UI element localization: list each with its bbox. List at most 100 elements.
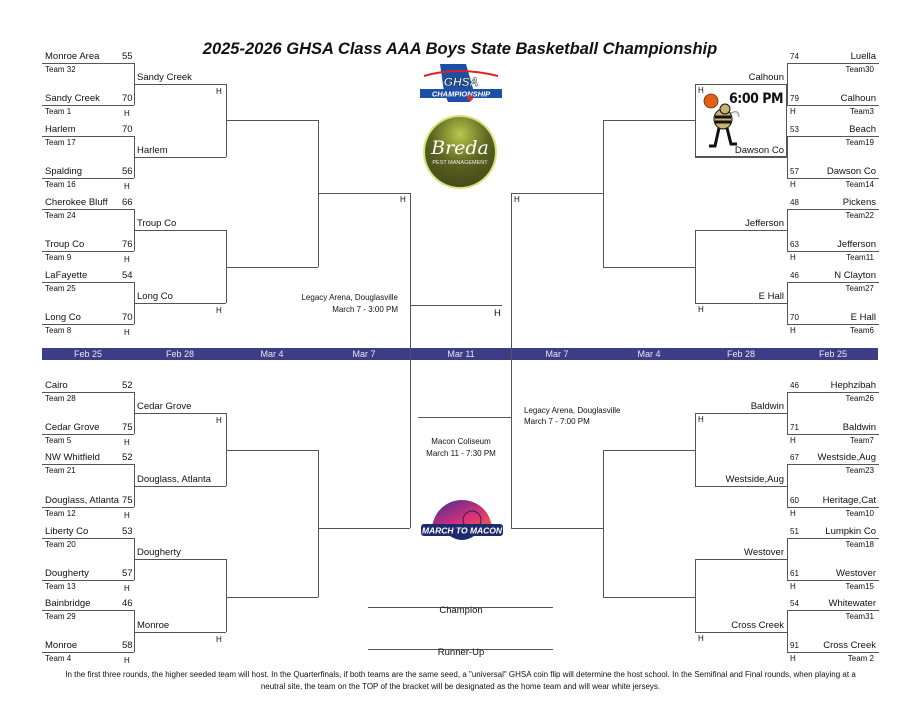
home-marker: H xyxy=(790,582,796,591)
team-name: Bainbridge xyxy=(45,598,91,609)
team-name: Troup Co xyxy=(137,218,177,229)
round1-slot-line xyxy=(787,580,879,581)
home-marker: H xyxy=(790,253,796,262)
team-score: 51 xyxy=(790,527,799,536)
team-name: Whitewater xyxy=(828,598,876,609)
bracket-connector xyxy=(695,413,696,486)
team-seed: Team 25 xyxy=(45,284,76,293)
bracket-connector xyxy=(695,84,696,157)
breda-logo-text: Breda xyxy=(431,137,489,159)
team-score: 71 xyxy=(790,423,799,432)
team-name: Beach xyxy=(849,124,876,135)
team-name: Westside,Aug xyxy=(725,474,784,485)
team-seed: Team6 xyxy=(849,326,874,335)
team-name: Baldwin xyxy=(750,401,784,412)
team-score: 57 xyxy=(122,568,133,579)
bracket-connector xyxy=(787,464,788,507)
team-score: 75 xyxy=(122,495,133,506)
team-name: Westover xyxy=(836,568,876,579)
team-name: NW Whitfield xyxy=(45,452,100,463)
team-score: 56 xyxy=(122,166,133,177)
team-name: Luella xyxy=(850,51,876,62)
round2-slot-line xyxy=(134,559,226,560)
team-name: Cherokee Bluff xyxy=(45,197,108,208)
final-time: March 11 - 7:30 PM xyxy=(426,449,496,458)
team-seed: Team31 xyxy=(845,612,874,621)
bracket-connector xyxy=(695,230,696,303)
ghsa-logo: GHSA CHAMPIONSHIP xyxy=(418,62,504,104)
svg-text:GHSA: GHSA xyxy=(444,75,479,89)
round1-slot-line xyxy=(787,136,879,137)
bracket-connector xyxy=(787,392,788,434)
bracket-connector xyxy=(226,413,227,486)
semifinal-slot-line xyxy=(318,528,410,529)
team-seed: Team 1 xyxy=(45,107,72,116)
team-seed: Team 32 xyxy=(45,65,76,74)
round1-slot-line xyxy=(787,209,879,210)
semifinal-time: March 7 - 7:00 PM xyxy=(524,417,590,426)
team-name: Monroe xyxy=(45,640,78,651)
round-date-label: Feb 25 xyxy=(818,349,848,359)
team-name: Monroe xyxy=(137,620,170,631)
team-score: 76 xyxy=(122,239,133,250)
team-name: Pickens xyxy=(842,197,876,208)
team-seed: Team 9 xyxy=(45,253,72,262)
team-seed: Team 5 xyxy=(45,436,72,445)
team-name: Cross Creek xyxy=(823,640,876,651)
team-name: E Hall xyxy=(850,312,876,323)
round2-slot-line xyxy=(134,303,226,304)
round1-slot-line xyxy=(42,434,134,435)
team-seed: Team 2 xyxy=(847,654,874,663)
home-marker: H xyxy=(790,180,796,189)
team-name: Troup Co xyxy=(45,239,85,250)
round-date-label: Mar 4 xyxy=(637,349,661,359)
team-name: Sandy Creek xyxy=(137,72,192,83)
bracket-connector xyxy=(410,193,411,528)
round1-slot-line xyxy=(787,464,879,465)
semifinal-time: March 7 - 3:00 PM xyxy=(332,305,398,314)
team-seed: Team22 xyxy=(845,211,874,220)
round1-slot-line xyxy=(787,105,879,106)
team-name: Calhoun xyxy=(840,93,876,104)
round1-slot-line xyxy=(787,610,879,611)
team-seed: Team30 xyxy=(845,65,874,74)
breda-logo: Breda PEST MANAGEMENT xyxy=(425,117,495,187)
round1-slot-line xyxy=(787,538,879,539)
round1-slot-line xyxy=(42,251,134,252)
home-marker: H xyxy=(124,255,130,264)
final-slot-line xyxy=(418,417,511,418)
home-marker: H xyxy=(216,416,222,425)
home-marker: H xyxy=(124,656,130,665)
team-name: Sandy Creek xyxy=(45,93,100,104)
home-marker: H xyxy=(790,326,796,335)
bracket-connector xyxy=(787,136,788,178)
team-name: Dougherty xyxy=(137,547,181,558)
bracket-connector xyxy=(787,538,788,580)
team-score: 52 xyxy=(122,452,133,463)
round-date-label: Feb 25 xyxy=(73,349,103,359)
team-seed: Team 29 xyxy=(45,612,76,621)
team-score: 46 xyxy=(790,271,799,280)
round2-slot-line xyxy=(695,632,787,633)
team-seed: Team 21 xyxy=(45,466,76,475)
bracket-connector xyxy=(134,464,135,507)
quarterfinal-slot-line xyxy=(226,597,318,598)
team-name: Liberty Co xyxy=(45,526,89,537)
bracket-connector xyxy=(787,610,788,652)
semifinal-slot-line xyxy=(511,193,603,194)
round1-slot-line xyxy=(787,63,879,64)
semifinal-venue: Legacy Arena, Douglasville xyxy=(301,293,398,302)
team-name: Heritage,Cat xyxy=(822,495,876,506)
team-seed: Team 24 xyxy=(45,211,76,220)
team-score: 53 xyxy=(122,526,133,537)
bracket-connector xyxy=(511,193,512,528)
team-name: Cairo xyxy=(45,380,68,391)
team-seed: Team19 xyxy=(845,138,874,147)
bracket-connector xyxy=(787,209,788,251)
round1-slot-line xyxy=(42,610,134,611)
bracket-connector xyxy=(226,559,227,632)
round-date-label: Mar 4 xyxy=(260,349,284,359)
round1-slot-line xyxy=(42,538,134,539)
team-name: Cedar Grove xyxy=(137,401,192,412)
